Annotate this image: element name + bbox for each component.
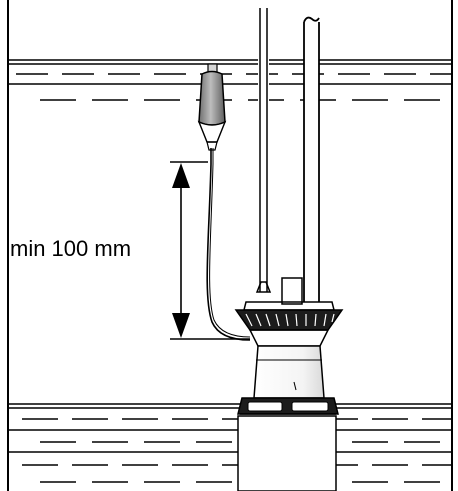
float-switch-icon	[197, 63, 251, 341]
min-height-label: min 100 mm	[10, 236, 131, 261]
sump-walls	[7, 0, 453, 491]
min-distance-dimension	[170, 161, 250, 340]
arrow-down-icon	[172, 313, 190, 338]
lower-water-level	[8, 403, 452, 483]
pump-base-block	[237, 415, 337, 491]
arrow-up-icon	[172, 163, 190, 188]
upper-water-level	[8, 59, 452, 101]
discharge-pipe	[303, 16, 320, 302]
power-cable	[255, 0, 272, 300]
submersible-pump-icon	[234, 277, 344, 415]
